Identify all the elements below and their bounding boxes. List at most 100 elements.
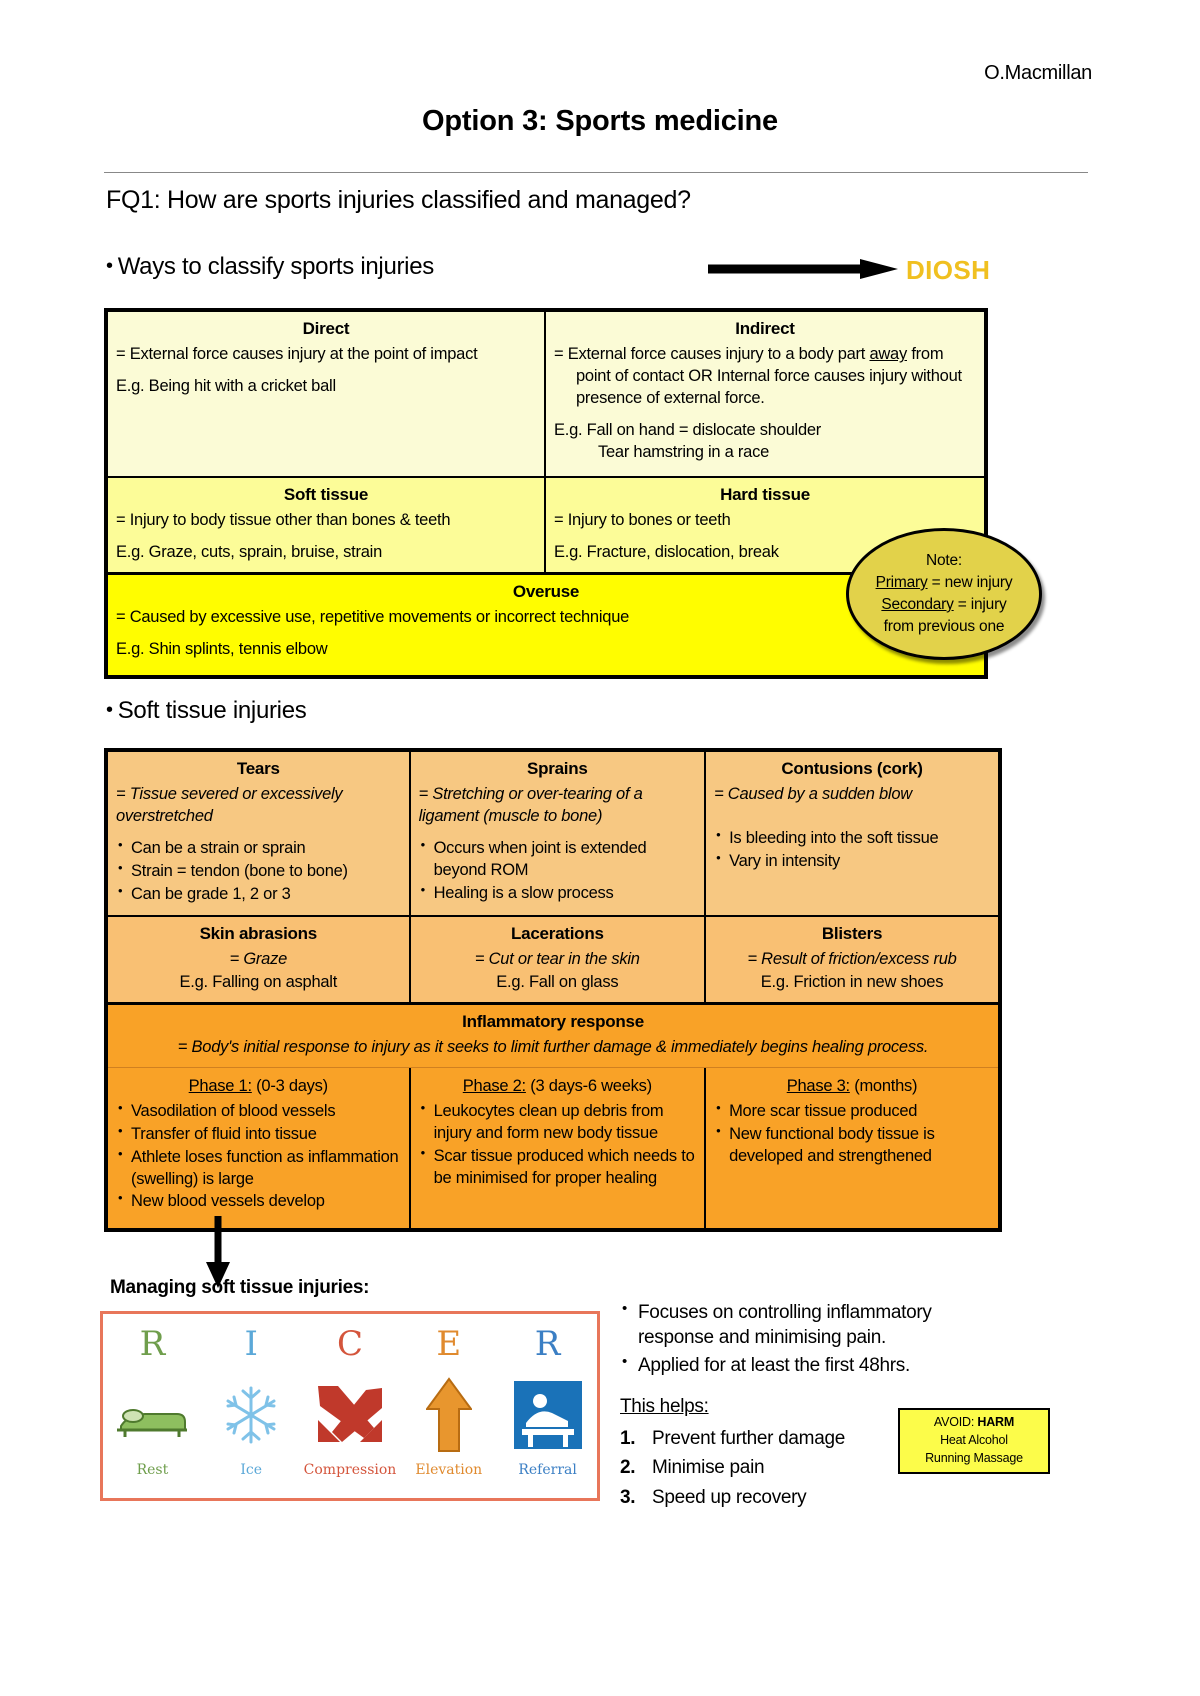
cell-soft-tissue: Soft tissue = Injury to body tissue othe… bbox=[108, 478, 546, 572]
list-item: Vasodilation of blood vessels bbox=[116, 1099, 401, 1123]
ricer-item-ice: I Ice bbox=[202, 1314, 301, 1498]
cell-title: Skin abrasions bbox=[199, 923, 318, 943]
ricer-item-referral: R Referral bbox=[498, 1314, 597, 1498]
cell-definition: = Graze bbox=[229, 950, 288, 969]
list-item: Healing is a slow process bbox=[419, 881, 696, 905]
cell-title: Contusions (cork) bbox=[781, 759, 923, 778]
list-item: Transfer of fluid into tissue bbox=[116, 1122, 401, 1146]
up-arrow-icon bbox=[425, 1374, 472, 1456]
note-secondary-2: from previous one bbox=[883, 618, 1005, 635]
ricer-item-elevation: E Elevation bbox=[399, 1314, 498, 1498]
cell-example: E.g. Friction in new shoes bbox=[760, 972, 944, 991]
snowflake-icon bbox=[220, 1374, 282, 1456]
cell-title: Sprains bbox=[527, 759, 588, 778]
cell-overuse: Overuse = Caused by excessive use, repet… bbox=[108, 574, 984, 675]
emphasis-away: away bbox=[869, 345, 907, 364]
cell-lacerations: Lacerations = Cut or tear in the skin E.… bbox=[410, 916, 707, 1002]
note-secondary: Secondary = injury bbox=[881, 596, 1007, 613]
harm-line-3: Running Massage bbox=[925, 1450, 1023, 1465]
table-row: Inflammatory response = Body's initial r… bbox=[108, 1001, 998, 1067]
cell-sprains: Sprains = Stretching or over-tearing of … bbox=[410, 752, 707, 915]
bullet-dot-icon: • bbox=[106, 255, 113, 277]
list-item: Can be grade 1, 2 or 3 bbox=[116, 882, 401, 906]
list-item: Vary in intensity bbox=[714, 849, 990, 873]
cell-phase-2: Phase 2: (3 days-6 weeks) Leukocytes cle… bbox=[410, 1067, 707, 1228]
ricer-word: Rest bbox=[136, 1462, 169, 1478]
cell-example-2: Tear hamstring in a race bbox=[598, 442, 769, 461]
cell-contusions: Contusions (cork) = Caused by a sudden b… bbox=[706, 752, 998, 915]
table-row: Direct = External force causes injury at… bbox=[108, 312, 984, 476]
arrow-down-icon bbox=[206, 1216, 230, 1288]
cell-example: E.g. Fracture, dislocation, break bbox=[554, 543, 779, 562]
cell-inflammatory-response: Inflammatory response = Body's initial r… bbox=[108, 1004, 998, 1067]
ricer-word: Referral bbox=[518, 1462, 577, 1478]
list-item: Occurs when joint is extended beyond ROM bbox=[419, 836, 696, 882]
cell-definition: = Caused by excessive use, repetitive mo… bbox=[116, 608, 630, 627]
ricer-letter: R bbox=[534, 1324, 561, 1364]
ricer-diagram: R Rest I bbox=[100, 1311, 600, 1501]
phase-title: Phase 1: (0-3 days) bbox=[188, 1076, 329, 1095]
table-row: Tears = Tissue severed or excessively ov… bbox=[108, 752, 998, 915]
cell-title: Hard tissue bbox=[720, 485, 810, 504]
cell-blisters: Blisters = Result of friction/excess rub… bbox=[706, 916, 998, 1002]
ricer-word: Compression bbox=[303, 1462, 397, 1478]
list-item: More scar tissue produced bbox=[714, 1099, 990, 1123]
cell-title: Tears bbox=[236, 759, 280, 778]
cell-definition: = Caused by a sudden blow bbox=[714, 785, 912, 804]
cell-example: E.g. Shin splints, tennis elbow bbox=[116, 640, 328, 659]
cell-skin-abrasions: Skin abrasions = Graze E.g. Falling on a… bbox=[108, 916, 411, 1002]
cell-indirect: Indirect = External force causes injury … bbox=[546, 312, 984, 476]
ricer-letter: C bbox=[336, 1324, 363, 1364]
bullet-dot-icon: • bbox=[106, 699, 113, 721]
table-row: Phase 1: (0-3 days) Vasodilation of bloo… bbox=[108, 1066, 998, 1228]
author-name: O.Macmillan bbox=[984, 62, 1092, 84]
phase-title: Phase 2: (3 days-6 weeks) bbox=[462, 1076, 652, 1095]
harm-line-1: AVOID: HARM bbox=[933, 1415, 1015, 1430]
list-item: Athlete loses function as inflammation (… bbox=[116, 1145, 401, 1191]
cell-title: Soft tissue bbox=[283, 485, 369, 504]
ricer-letter: R bbox=[139, 1324, 166, 1364]
table-row: Overuse = Caused by excessive use, repet… bbox=[108, 571, 984, 675]
bullet-list: Can be a strain or sprain Strain = tendo… bbox=[116, 836, 401, 906]
cell-definition: = Body's initial response to injury as i… bbox=[177, 1038, 929, 1057]
diosh-acronym: DIOSH bbox=[906, 255, 991, 285]
cell-tears: Tears = Tissue severed or excessively ov… bbox=[108, 752, 411, 915]
list-item: Can be a strain or sprain bbox=[116, 836, 401, 860]
note-bubble: Note: Primary = new injury Secondary = i… bbox=[846, 528, 1042, 660]
ricer-letter: E bbox=[436, 1324, 462, 1364]
ricer-word: Elevation bbox=[415, 1462, 483, 1478]
list-item: Leukocytes clean up debris from injury a… bbox=[419, 1099, 696, 1145]
table-row: Skin abrasions = Graze E.g. Falling on a… bbox=[108, 914, 998, 1002]
ricer-word: Ice bbox=[240, 1462, 263, 1478]
rest-icon bbox=[115, 1374, 189, 1456]
ricer-item-rest: R Rest bbox=[103, 1314, 202, 1498]
cell-definition: = Cut or tear in the skin bbox=[474, 950, 640, 969]
section-heading-soft-tissue: •Soft tissue injuries bbox=[106, 697, 307, 724]
list-item: 3.Speed up recovery bbox=[620, 1486, 807, 1508]
cell-definition: = External force causes injury at the po… bbox=[116, 345, 478, 364]
list-item: Is bleeding into the soft tissue bbox=[714, 826, 990, 850]
section-heading-classify: •Ways to classify sports injuries bbox=[106, 253, 434, 280]
cell-definition: = Stretching or over-tearing of a ligame… bbox=[418, 785, 643, 826]
cell-example: E.g. Being hit with a cricket ball bbox=[116, 377, 336, 396]
cell-title: Direct bbox=[302, 319, 350, 338]
note-label: Note: bbox=[925, 552, 963, 569]
cell-example: E.g. Graze, cuts, sprain, bruise, strain bbox=[116, 543, 383, 562]
list-item: New functional body tissue is developed … bbox=[714, 1122, 990, 1168]
list-item: Applied for at least the first 48hrs. bbox=[620, 1352, 1000, 1378]
bullet-list: Leukocytes clean up debris from injury a… bbox=[419, 1099, 696, 1190]
bullet-list: Vasodilation of blood vessels Transfer o… bbox=[116, 1099, 401, 1214]
cell-definition: = Injury to body tissue other than bones… bbox=[116, 511, 451, 530]
bullet-list: More scar tissue produced New functional… bbox=[714, 1099, 990, 1168]
cell-definition: = External force causes injury to a body… bbox=[554, 345, 962, 407]
cell-title: Indirect bbox=[735, 319, 795, 338]
list-item: New blood vessels develop bbox=[116, 1189, 401, 1213]
cell-title: Inflammatory response bbox=[462, 1011, 644, 1031]
header-divider bbox=[104, 172, 1088, 173]
focus-question: FQ1: How are sports injuries classified … bbox=[106, 186, 691, 214]
note-primary: Primary = new injury bbox=[875, 574, 1013, 591]
cell-phase-3: Phase 3: (months) More scar tissue produ… bbox=[706, 1067, 998, 1228]
cell-example-1: E.g. Fall on hand = dislocate shoulder bbox=[554, 420, 822, 439]
managing-heading: Managing soft tissue injuries: bbox=[110, 1277, 370, 1298]
